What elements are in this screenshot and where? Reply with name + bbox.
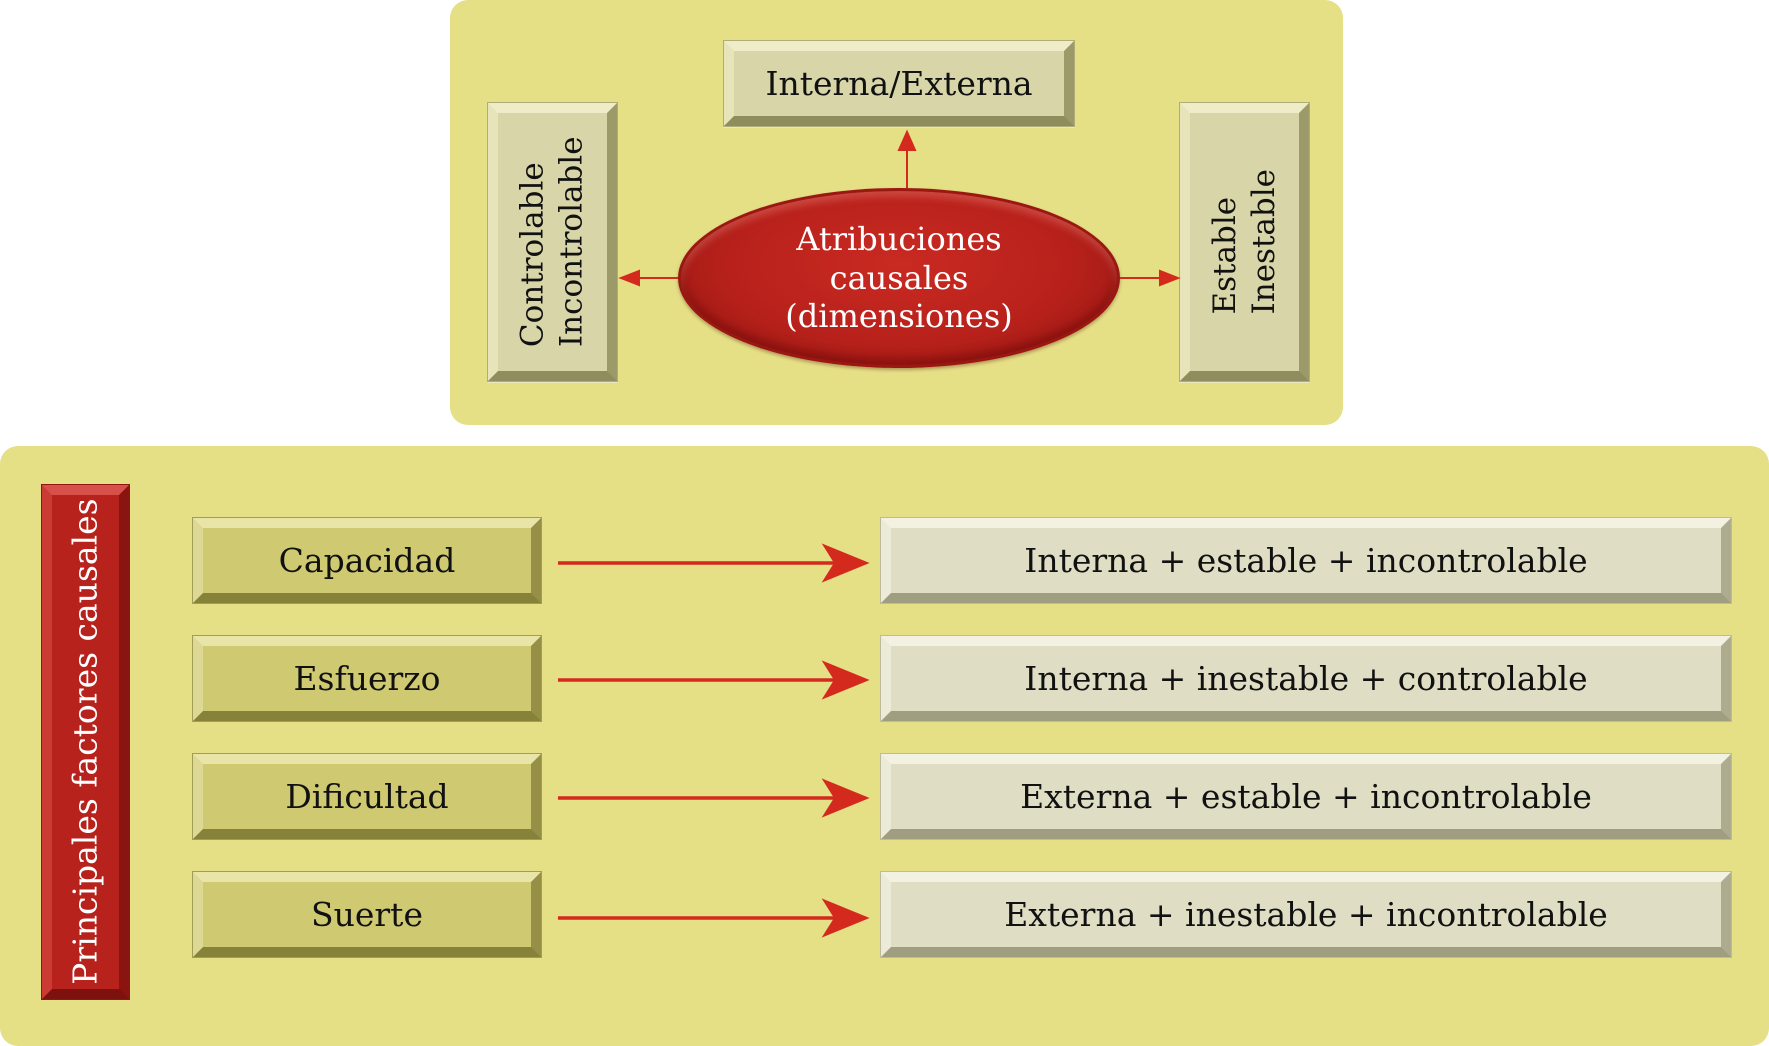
factor-box-difficulty: Dificultad <box>193 754 541 839</box>
center-line-1: Atribuciones <box>796 220 1002 259</box>
factor-label: Esfuerzo <box>293 659 441 698</box>
result-label: Externa + estable + incontrolable <box>1020 777 1592 816</box>
controllable-box: Controlable Incontrolable <box>488 103 617 381</box>
internal-external-label: Interna/Externa <box>765 64 1033 103</box>
result-box-effort: Interna + inestable + controlable <box>881 636 1731 721</box>
arrow-left-head <box>618 269 640 287</box>
factor-box-ability: Capacidad <box>193 518 541 603</box>
factor-label: Capacidad <box>278 541 456 580</box>
row-arrow-3-head <box>821 778 870 818</box>
factor-box-luck: Suerte <box>193 872 541 957</box>
arrow-up-head <box>897 129 917 151</box>
row-arrow-4-head <box>821 898 870 938</box>
factor-label: Suerte <box>311 895 423 934</box>
factor-label: Dificultad <box>285 777 449 816</box>
arrow-right-head <box>1159 269 1181 287</box>
result-box-luck: Externa + inestable + incontrolable <box>881 872 1731 957</box>
causal-attributions-ellipse: Atribuciones causales (dimensiones) <box>678 188 1120 368</box>
result-box-difficulty: Externa + estable + incontrolable <box>881 754 1731 839</box>
internal-external-box: Interna/Externa <box>724 41 1074 126</box>
result-label: Externa + inestable + incontrolable <box>1004 895 1608 934</box>
result-box-ability: Interna + estable + incontrolable <box>881 518 1731 603</box>
factor-box-effort: Esfuerzo <box>193 636 541 721</box>
center-line-3: (dimensiones) <box>785 297 1013 336</box>
result-label: Interna + estable + incontrolable <box>1024 541 1588 580</box>
row-arrow-2-head <box>821 660 870 700</box>
result-label: Interna + inestable + controlable <box>1024 659 1588 698</box>
stability-box: Estable Inestable <box>1180 103 1309 381</box>
main-factors-box: Principales factores causales <box>42 485 129 999</box>
center-line-2: causales <box>829 258 969 297</box>
row-arrow-1-head <box>821 543 870 583</box>
